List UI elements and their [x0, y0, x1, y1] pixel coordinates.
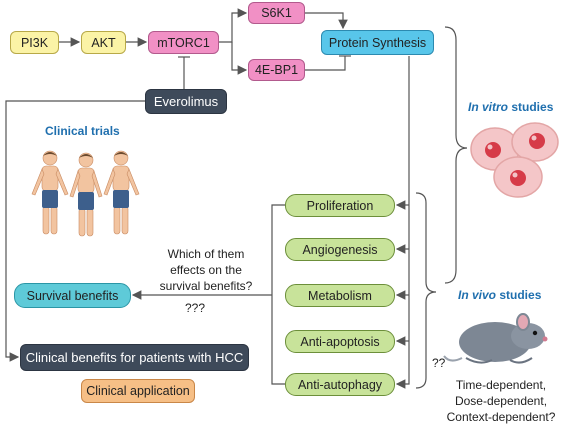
mouse-illustration [443, 313, 548, 364]
patients-illustration [31, 150, 140, 237]
pi3k-box: PI3K [10, 31, 59, 54]
protein-synthesis-box: Protein Synthesis [321, 30, 434, 55]
triple-question-marks: ??? [185, 301, 206, 315]
akt-box: AKT [81, 31, 126, 54]
outcome-proliferation: Proliferation [285, 194, 395, 217]
question-line-3: survival benefits? [159, 279, 253, 293]
everolimus-box: Everolimus [145, 89, 227, 114]
s6k1-box: S6K1 [248, 2, 305, 24]
outcome-angiogenesis: Angiogenesis [285, 238, 395, 261]
question-line-1: Which of them [167, 247, 245, 261]
in-vitro-label: In vitro studies [468, 100, 553, 114]
clinical-application-box: Clinical application [81, 379, 195, 403]
double-question-marks: ?? [432, 356, 446, 370]
clinical-trials-label: Clinical trials [45, 124, 120, 138]
outcome-anti-apoptosis: Anti-apoptosis [285, 330, 395, 353]
clinical-benefits-box: Clinical benefits for patients with HCC [20, 344, 249, 371]
in-vivo-italic: In vivo [458, 288, 497, 302]
outcome-anti-autophagy: Anti-autophagy [285, 373, 395, 396]
dependence-line-1: Time-dependent, [455, 378, 547, 392]
in-vivo-label: In vivo studies [458, 288, 541, 302]
in-vivo-rest: studies [496, 288, 542, 302]
question-line-2: effects on the [170, 263, 242, 277]
mtorc1-box: mTORC1 [148, 31, 219, 54]
4e-bp1-box: 4E-BP1 [248, 59, 305, 81]
dependence-line-2: Dose-dependent, [454, 394, 548, 408]
survival-benefits-box: Survival benefits [14, 283, 131, 308]
cells-illustration [470, 122, 559, 198]
outcome-metabolism: Metabolism [285, 284, 395, 307]
dependence-line-3: Context-dependent? [446, 410, 556, 424]
in-vitro-rest: studies [508, 100, 554, 114]
in-vitro-italic: In vitro [468, 100, 509, 114]
